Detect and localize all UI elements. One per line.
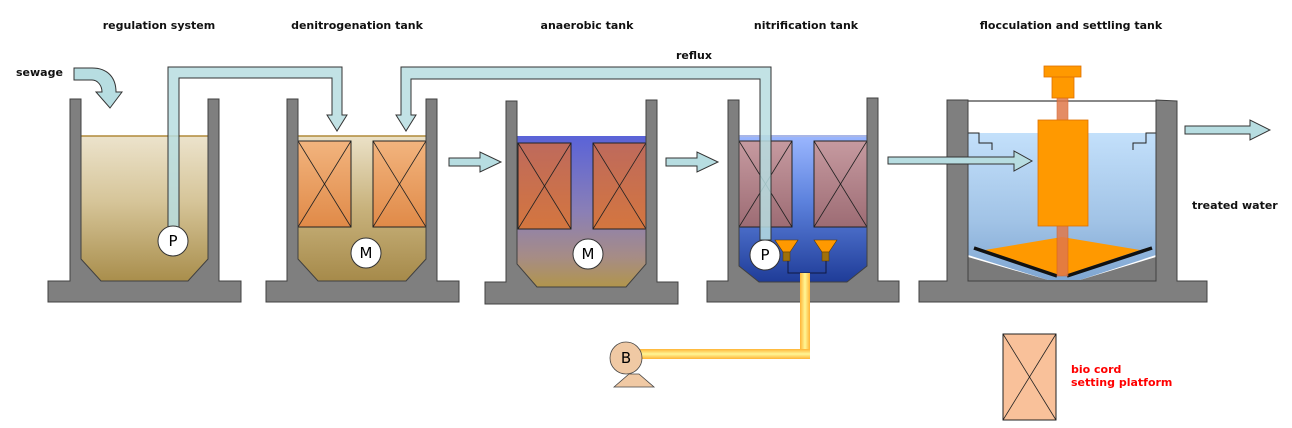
scraper-arms bbox=[973, 246, 1153, 278]
label-denitrogenation-tank: denitrogenation tank bbox=[291, 19, 424, 32]
blower-base bbox=[612, 373, 656, 388]
label-regulation-system: regulation system bbox=[103, 19, 215, 32]
treated-water-arrow bbox=[1184, 119, 1272, 141]
mixer-symbol: M bbox=[360, 244, 373, 262]
tank-wall bbox=[265, 98, 460, 303]
bio-cord-platform bbox=[592, 142, 647, 230]
denitrogenation-tank: M bbox=[265, 98, 460, 303]
regulation-tank bbox=[47, 98, 242, 303]
air-pipe-horizontal bbox=[640, 349, 810, 359]
bio-cord-platform bbox=[372, 140, 427, 228]
blower-icon bbox=[609, 341, 643, 375]
label-sewage: sewage bbox=[16, 66, 63, 79]
mixer-denitrogenation: M bbox=[350, 237, 382, 269]
overflow-weir bbox=[1132, 132, 1156, 150]
pump-symbol: P bbox=[168, 232, 177, 250]
legend: bio cord setting platform bbox=[1002, 333, 1172, 421]
tank-wall bbox=[706, 97, 900, 303]
pump-regulation: P bbox=[157, 225, 189, 257]
anaerobic-tank: M bbox=[484, 99, 679, 305]
pump-icon bbox=[157, 225, 189, 257]
blower: B bbox=[609, 341, 656, 388]
mixer-icon bbox=[572, 238, 604, 270]
label-nitrification-tank: nitrification tank bbox=[754, 19, 859, 32]
flow-arrow-1 bbox=[448, 151, 503, 173]
mixer-symbol: M bbox=[582, 245, 595, 263]
air-diffuser bbox=[813, 239, 838, 262]
bio-cord-platform bbox=[297, 140, 352, 228]
blower-symbol: B bbox=[621, 349, 631, 367]
flow-arrow-2 bbox=[665, 151, 720, 173]
label-treated-water: treated water bbox=[1192, 199, 1278, 212]
transfer-pipe-1 bbox=[167, 66, 348, 229]
sewage-inflow-arrow bbox=[73, 67, 123, 109]
bio-cord-platform bbox=[813, 140, 868, 228]
pump-nitrification: P bbox=[749, 239, 781, 271]
pump-symbol: P bbox=[760, 246, 769, 264]
tank-wall bbox=[47, 98, 242, 303]
center-well-cylinder bbox=[1037, 119, 1089, 227]
tank-floor-slope bbox=[968, 257, 1156, 281]
label-flocculation-tank: flocculation and settling tank bbox=[980, 19, 1163, 32]
tank-wall bbox=[484, 99, 679, 305]
sewage-liquid bbox=[81, 136, 208, 281]
flow-arrow-3-overlay bbox=[887, 150, 1034, 172]
air-diffuser bbox=[774, 239, 799, 262]
bio-cord-platform bbox=[517, 142, 572, 230]
tank-wall bbox=[918, 99, 1208, 303]
legend-label-line1: bio cord bbox=[1071, 363, 1121, 376]
agitator-motor bbox=[1051, 75, 1075, 99]
overflow-weir bbox=[968, 132, 993, 150]
mixer-anaerobic: M bbox=[572, 238, 604, 270]
nitrification-tank: P bbox=[706, 97, 900, 303]
air-pipe-vertical bbox=[800, 273, 810, 353]
label-anaerobic-tank: anaerobic tank bbox=[541, 19, 635, 32]
flocculation-tank bbox=[918, 65, 1208, 303]
reflux-pipe bbox=[395, 66, 772, 241]
label-reflux: reflux bbox=[676, 49, 712, 62]
agitator-motor-cap bbox=[1043, 65, 1082, 78]
mixer-icon bbox=[350, 237, 382, 269]
legend-label-line2: setting platform bbox=[1071, 376, 1172, 389]
